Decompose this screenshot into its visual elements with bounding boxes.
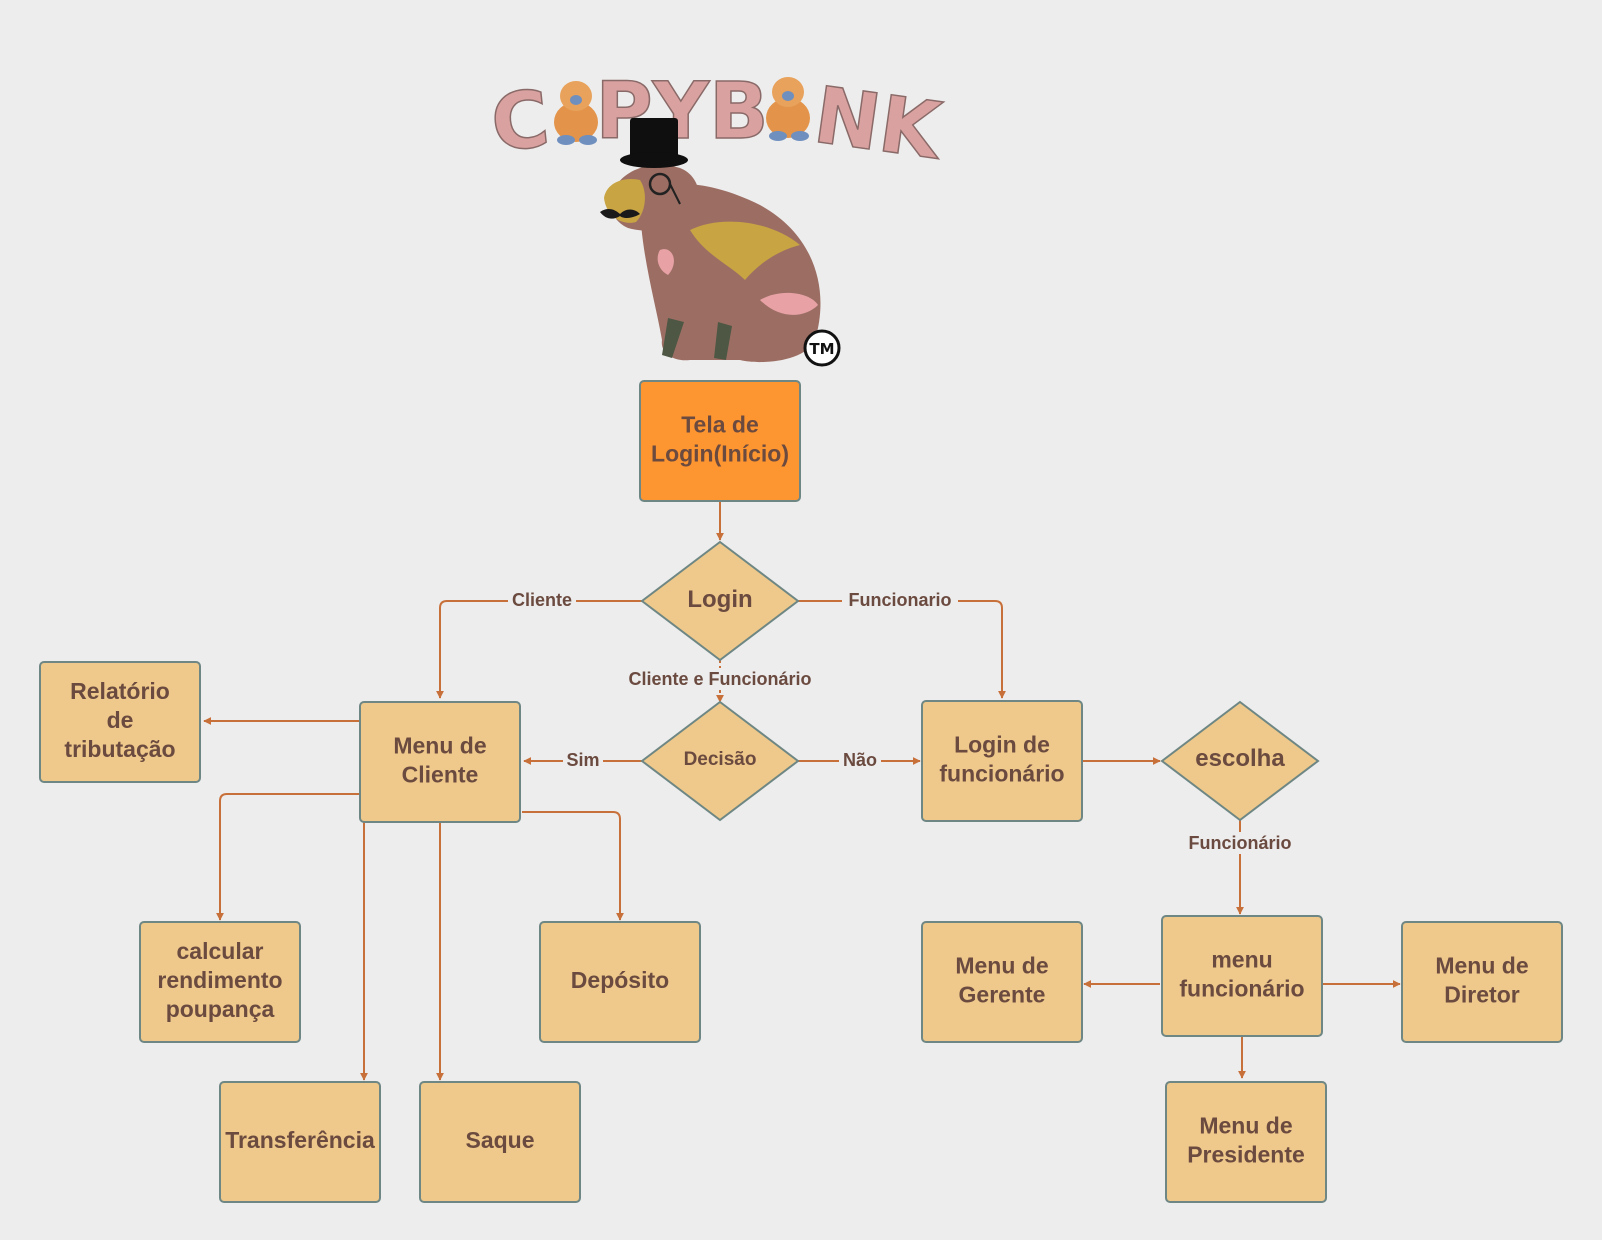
decisao-node-label: Decisão — [684, 749, 757, 770]
calcular-node — [139, 921, 301, 1043]
label-line: Gerente — [959, 982, 1046, 1008]
deposito-node — [539, 921, 701, 1043]
relatorio-node-label: Relatório de tributação — [64, 678, 175, 762]
label-line: escolha — [1195, 745, 1285, 772]
deposito-node-label: Depósito — [571, 967, 669, 993]
label-line: Login — [687, 586, 752, 613]
edge-label-cliente: Cliente — [512, 590, 572, 610]
menu-presidente-node — [1165, 1081, 1327, 1203]
login-func-node — [921, 700, 1083, 822]
label-line: Login(Início) — [651, 441, 789, 467]
calcular-node-label: calcular rendimento poupança — [157, 938, 282, 1022]
decisao-node — [640, 700, 800, 822]
label-line: Menu de — [393, 732, 486, 758]
saque-node-label: Saque — [465, 1127, 534, 1153]
edge-label-sim: Sim — [566, 750, 599, 770]
transferencia-node — [219, 1081, 381, 1203]
logo-letters-nk: NK — [809, 71, 949, 178]
label-line: Saque — [465, 1127, 534, 1153]
label-line: funcionário — [1179, 976, 1304, 1002]
trademark-label: TM — [809, 340, 834, 358]
logo-capybara-icon-2 — [766, 77, 810, 141]
label-line: Presidente — [1187, 1142, 1305, 1168]
edge-label-cliente-e-funcionario: Cliente e Funcionário — [628, 669, 811, 689]
label-line: tributação — [64, 736, 175, 762]
label-line: funcionário — [939, 761, 1064, 787]
escolha-node-label: escolha — [1195, 745, 1285, 772]
nodes — [39, 380, 1563, 1203]
menu-gerente-node-label: Menu de Gerente — [955, 952, 1048, 1007]
menu-presidente-node-label: Menu de Presidente — [1187, 1112, 1305, 1167]
label-line: menu — [1211, 946, 1272, 972]
login-func-node-label: Login de funcionário — [939, 731, 1064, 786]
login-decision-node — [640, 540, 800, 662]
copybank-logo: C PYB NK — [486, 66, 949, 178]
menu-diretor-node-label: Menu de Diretor — [1435, 952, 1528, 1007]
edge-menu-cliente-to-calcular — [216, 793, 360, 921]
edge-label-funcionario: Funcionario — [849, 590, 952, 610]
node-labels: Tela de Login(Início) Login Decisão Menu … — [64, 411, 1528, 1167]
logo-capybara-icon-1 — [554, 81, 598, 145]
edge-login-to-login-func — [798, 600, 1006, 699]
transferencia-node-label: Transferência — [225, 1127, 375, 1153]
edge-login-to-menu-cliente — [436, 600, 642, 699]
relatorio-node — [39, 661, 201, 783]
label-line: Relatório — [70, 678, 170, 704]
label-line: Login de — [954, 731, 1050, 757]
menu-cliente-node — [359, 701, 521, 823]
edge-label-funcionario-escolha: Funcionário — [1189, 833, 1292, 853]
start-node-label: Tela de Login(Início) — [651, 411, 789, 466]
menu-cliente-node-label: Menu de Cliente — [393, 732, 486, 787]
label-line: Transferência — [225, 1127, 375, 1153]
label-line: Menu de — [955, 952, 1048, 978]
login-node-label: Login — [687, 586, 752, 613]
menu-gerente-node — [921, 921, 1083, 1043]
label-line: calcular — [177, 938, 264, 964]
label-line: Diretor — [1444, 982, 1519, 1008]
label-line: Depósito — [571, 967, 669, 993]
label-line: Decisão — [684, 749, 757, 770]
label-line: rendimento — [157, 967, 282, 993]
escolha-node — [1160, 700, 1320, 822]
trademark-badge: TM — [803, 329, 841, 367]
label-line: poupança — [166, 996, 275, 1022]
logo-letter-c: C — [487, 74, 553, 169]
edge-menu-cliente-to-deposito — [522, 811, 624, 921]
menu-func-node — [1161, 915, 1323, 1037]
saque-node — [419, 1081, 581, 1203]
label-line: Cliente — [402, 762, 479, 788]
label-line: de — [107, 707, 134, 733]
label-line: Menu de — [1435, 952, 1528, 978]
start-node — [639, 380, 801, 502]
capybara-mascot-icon: TM — [600, 118, 841, 367]
menu-diretor-node — [1401, 921, 1563, 1043]
edge-labels: Cliente Funcionario Cliente e Funcionári… — [508, 589, 1300, 854]
label-line: Tela de — [681, 411, 759, 437]
edge-label-nao: Não — [843, 750, 877, 770]
menu-func-node-label: menu funcionário — [1179, 946, 1304, 1001]
edges — [203, 502, 1401, 1081]
logo-letters-pyb: PYB — [595, 67, 768, 157]
label-line: Menu de — [1199, 1112, 1292, 1138]
